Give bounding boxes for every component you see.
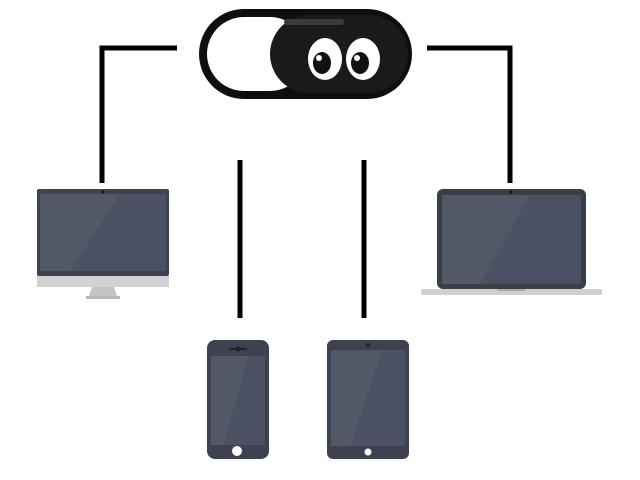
webcam-cover-slider (199, 9, 412, 99)
phone-camera (235, 346, 241, 352)
laptop-base-notch (497, 289, 525, 291)
desktop-camera (101, 190, 105, 194)
desktop-stand-foot (86, 296, 120, 299)
phone-screen-glare (211, 356, 248, 445)
eyes-icon (308, 38, 380, 80)
desktop-stand-neck (89, 287, 117, 296)
tablet-home-button (364, 448, 372, 456)
tablet-screen-glare (331, 350, 382, 446)
laptop-base (421, 289, 602, 295)
laptop-camera (509, 190, 513, 194)
phone-icon (207, 340, 269, 459)
desktop-chin (37, 276, 169, 287)
tablet-icon (327, 340, 409, 459)
desktop-icon (37, 189, 169, 299)
left-eye-glint (316, 55, 322, 61)
right-eye-pupil (351, 52, 369, 74)
laptop-screen-glare (442, 195, 530, 284)
phone-home-button (232, 446, 242, 456)
connector-laptop (427, 45, 513, 183)
tablet-camera (366, 343, 370, 347)
slider-knob-shine (284, 19, 344, 25)
laptop-icon (421, 189, 602, 295)
right-eye-glint (354, 55, 360, 61)
connector-desktop (99, 45, 177, 183)
connector-lines (99, 45, 513, 318)
left-eye-pupil (313, 52, 331, 74)
desktop-screen-glare (40, 194, 120, 271)
